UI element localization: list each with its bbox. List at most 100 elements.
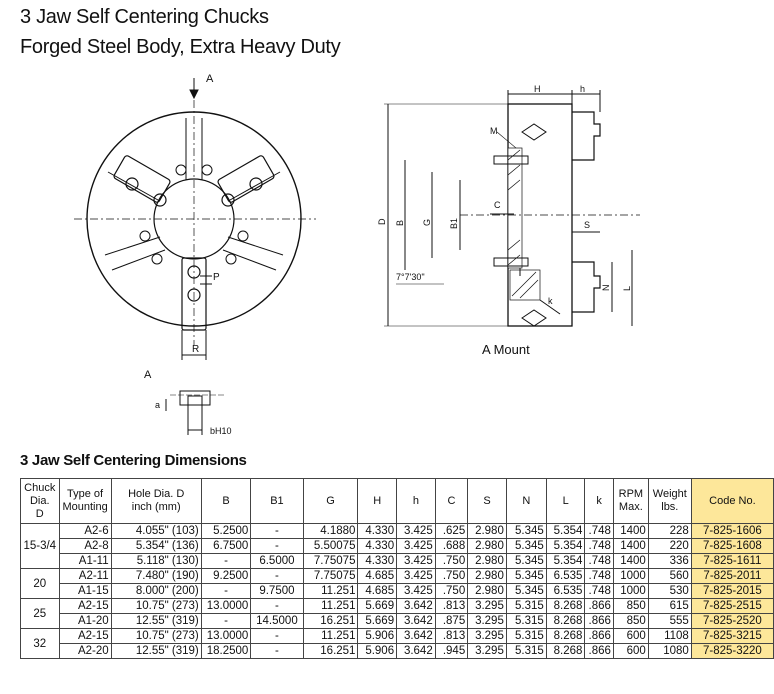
table-cell: 4.330 [357,538,398,554]
table-cell: .748 [584,553,614,569]
table-cell: 5.315 [505,598,547,614]
table-cell: - [200,583,252,599]
table-cell: - [200,613,252,629]
table-cell: .813 [434,598,469,614]
table-cell: .866 [584,598,614,614]
table-cell: 11.251 [302,598,359,614]
detail-view: A a bH10 [144,369,232,436]
table-cell: 3.642 [396,628,436,644]
table-cell: 8.268 [545,628,586,644]
table-cell: 2.980 [467,583,507,599]
table-cell: 2.980 [467,553,507,569]
table-cell: 3.425 [396,523,436,539]
table-cell: 1080 [647,643,692,659]
code-number-cell: 7-825-2515 [690,598,774,614]
table-cell: - [250,538,304,554]
table-header-cell: H [357,478,398,524]
side-label-n: N [601,285,611,292]
table-cell: 3.425 [396,583,436,599]
table-cell: A1-15 [58,583,112,599]
table-cell: 530 [647,583,692,599]
table-cell: 1108 [647,628,692,644]
table-cell: 8.268 [545,613,586,629]
side-view: H h M D B G B1 C S N L k 7°7'30'' A Mo [377,84,640,357]
code-number-cell: 7-825-3215 [690,628,774,644]
table-cell: 4.055" (103) [110,523,202,539]
table-cell: 3.425 [396,538,436,554]
table-cell: 16.251 [302,643,359,659]
table-cell: 6.535 [545,568,586,584]
code-number-cell: 7-825-2011 [690,568,774,584]
detail-label-a-small: a [155,400,160,410]
code-number-cell: 7-825-3220 [690,643,774,659]
table-cell: 10.75" (273) [110,628,202,644]
table-cell: .875 [434,613,469,629]
table-cell: 13.0000 [200,628,252,644]
table-cell: 555 [647,613,692,629]
table-cell: 3.425 [396,553,436,569]
table-cell: 3.295 [467,613,507,629]
jaw-bottom [181,257,207,331]
table-cell: 8.268 [545,598,586,614]
side-label-b1: B1 [449,218,459,229]
table-cell: 560 [647,568,692,584]
table-cell: 7.75075 [302,568,359,584]
table-cell: .813 [434,628,469,644]
table-cell: 8.000" (200) [110,583,202,599]
table-cell: 3.295 [467,643,507,659]
table-header-cell: C [434,478,469,524]
table-cell: - [250,598,304,614]
table-cell: 1400 [612,538,649,554]
table-cell: 7.480" (190) [110,568,202,584]
jaw-left [113,155,171,203]
chuck-body [86,111,302,327]
table-cell: - [200,553,252,569]
detail-label-bh10: bH10 [210,426,232,436]
table-cell: 5.315 [505,628,547,644]
table-header-cell: k [584,478,614,524]
table-cell: 8.268 [545,643,586,659]
table-header-cell: B [200,478,252,524]
table-cell: 4.685 [357,583,398,599]
table-cell: 5.345 [505,523,547,539]
side-label-d: D [377,218,387,225]
code-number-cell: 7-825-1608 [690,538,774,554]
table-cell: 336 [647,553,692,569]
table-cell: 1400 [612,553,649,569]
page-title: 3 Jaw Self Centering Chucks [20,6,269,28]
table-cell: 220 [647,538,692,554]
table-cell: 5.118" (130) [110,553,202,569]
side-label-c: C [494,200,501,210]
detail-label-a: A [144,369,152,381]
table-header-cell: N [505,478,547,524]
table-cell: 1000 [612,568,649,584]
side-label-s: S [584,220,590,230]
table-cell: 3.295 [467,628,507,644]
table-header-cell: G [302,478,359,524]
code-number-cell: 7-825-1606 [690,523,774,539]
side-label-angle: 7°7'30'' [396,272,425,282]
table-cell: 5.345 [505,568,547,584]
table-cell: 5.354 [545,523,586,539]
table-header-cell: S [467,478,507,524]
front-label-r: R [192,344,199,355]
table-cell: 11.251 [302,628,359,644]
front-view: A P [74,73,316,360]
table-cell: 12.55" (319) [110,613,202,629]
table-cell: 850 [612,598,649,614]
table-cell: .750 [434,553,469,569]
table-cell: .945 [434,643,469,659]
table-cell: 11.251 [302,583,359,599]
table-cell: - [250,523,304,539]
table-cell: 228 [647,523,692,539]
side-label-m: M [490,126,498,136]
side-label-b: B [395,220,405,226]
